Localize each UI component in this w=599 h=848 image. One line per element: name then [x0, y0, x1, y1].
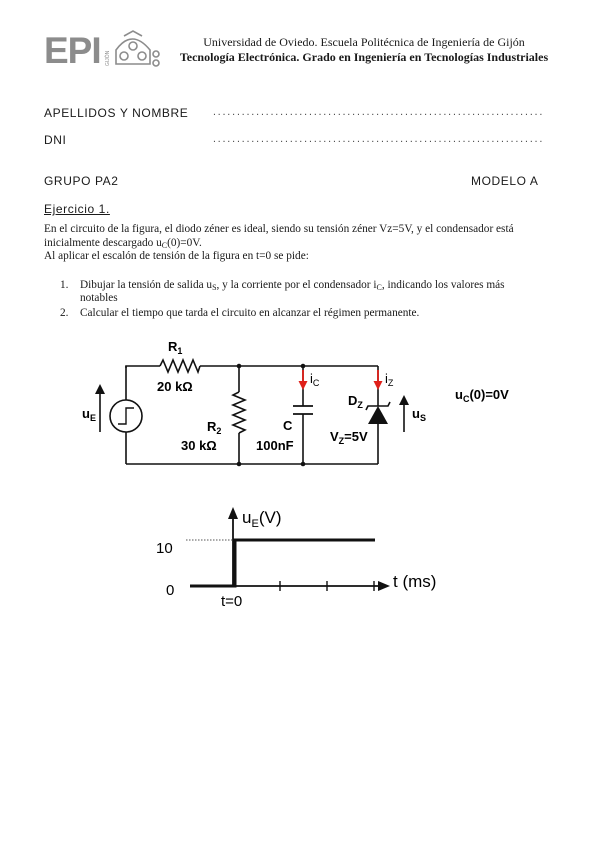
r1-label: R1	[168, 339, 182, 356]
statement-p1: En el circuito de la figura, el diodo zé…	[44, 223, 559, 250]
level-zero-label: 0	[166, 582, 174, 599]
task-2-number: 2.	[60, 307, 69, 319]
step-graph: uE(V) 10 0 t=0 t (ms)	[156, 507, 436, 610]
task-1-text-c: , indicando los valores más	[381, 279, 505, 291]
statement-p1-text: En el circuito de la figura, el diodo zé…	[44, 223, 514, 249]
ic-label: iC	[310, 371, 320, 388]
university-seal-icon	[115, 30, 160, 67]
statement-p1-sub: C	[161, 240, 168, 250]
ue-label: uE	[82, 406, 96, 423]
task-item-2: 2. Calcular el tiempo que tarda el circu…	[60, 307, 540, 321]
time-axis-ticks	[279, 581, 375, 591]
logo-text: EPI	[44, 30, 101, 68]
statement-p1-end: (0)=0V.	[167, 236, 202, 249]
task-1-sub-a: S	[212, 283, 217, 292]
junction-dots	[236, 363, 306, 467]
step-signal	[190, 538, 375, 588]
logo-small-text: GIJÓN	[104, 50, 111, 66]
zener-diode-icon	[365, 401, 391, 424]
step-source-icon	[109, 399, 143, 433]
group-label: GRUPO PA2	[44, 174, 119, 188]
r2-value: 30 kΩ	[181, 438, 217, 453]
task-1-sub-b: C	[376, 283, 382, 292]
r2-resistor-icon	[230, 391, 248, 434]
task-item-1: 1. Dibujar la tensión de salida uS, y la…	[60, 279, 540, 307]
name-field[interactable]: ........................................…	[212, 109, 542, 118]
vz-label: VZ=5V	[330, 429, 368, 446]
capacitor-icon	[293, 405, 313, 415]
level-high-label: 10	[156, 540, 173, 557]
task-1-line1: Dibujar la tensión de salida uS, y la co…	[80, 279, 505, 292]
voltage-axis-label: uE(V)	[242, 508, 281, 530]
task-1-number: 1.	[60, 279, 69, 291]
iz-label: iZ	[385, 371, 394, 388]
statement-p2: Al aplicar el escalón de tensión de la f…	[44, 250, 309, 262]
r1-value: 20 kΩ	[157, 379, 193, 394]
ue-arrow-icon	[95, 384, 105, 432]
time-axis-label: t (ms)	[393, 572, 436, 591]
task-1-text-b: , y la corriente por el condensador i	[216, 279, 377, 291]
epi-logo: EPI GIJÓN	[44, 30, 162, 71]
c-label: C	[283, 418, 293, 433]
time-axis-arrow-icon	[378, 581, 390, 591]
name-label: APELLIDOS Y NOMBRE	[44, 106, 189, 120]
c-value: 100nF	[256, 438, 294, 453]
voltage-axis-arrow-icon	[228, 507, 238, 519]
uc0-label: uC(0)=0V	[455, 387, 509, 404]
ic-current-arrow-icon	[298, 370, 308, 390]
model-label: MODELO A	[471, 174, 539, 188]
header-line-1: Universidad de Oviedo. Escuela Politécni…	[203, 35, 525, 49]
header-line-2: Tecnología Electrónica. Grado en Ingenie…	[179, 50, 549, 64]
dni-label: DNI	[44, 133, 67, 147]
r2-label: R2	[207, 419, 221, 436]
us-label: uS	[412, 406, 426, 423]
task-1-line2: notables	[80, 292, 118, 304]
t0-label: t=0	[221, 593, 242, 610]
circuit-wires	[125, 357, 379, 465]
dz-label: DZ	[348, 393, 363, 410]
task-1-text-a: Dibujar la tensión de salida u	[80, 279, 213, 291]
r1-resistor-icon	[159, 357, 201, 375]
dni-field[interactable]: ........................................…	[212, 136, 542, 145]
exercise-title: Ejercicio 1.	[44, 202, 110, 216]
us-arrow-icon	[399, 395, 409, 432]
task-2-text: Calcular el tiempo que tarda el circuito…	[80, 307, 420, 319]
exercise-statement: En el circuito de la figura, el diodo zé…	[44, 223, 559, 264]
iz-current-arrow-icon	[373, 370, 383, 390]
